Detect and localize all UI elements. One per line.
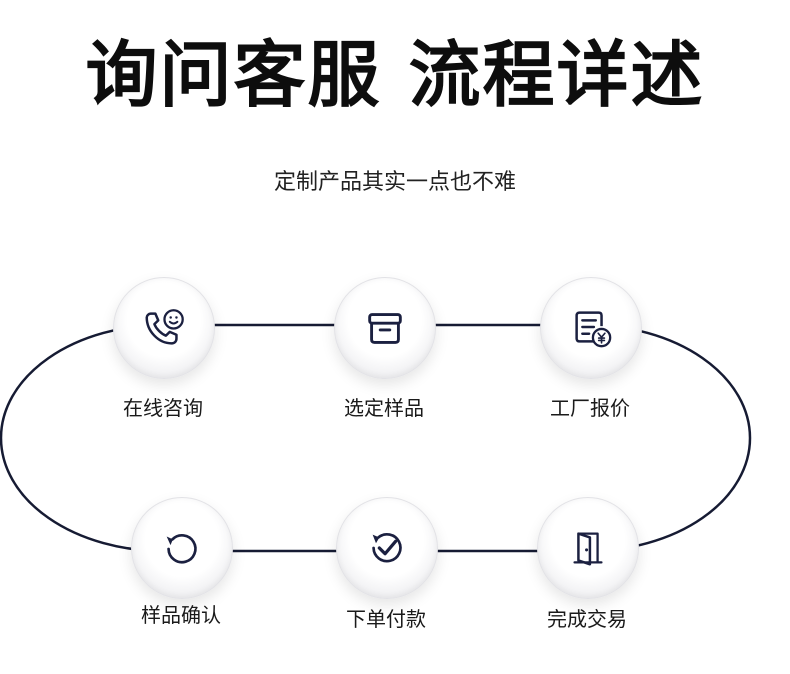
step-label-select-sample: 选定样品: [344, 396, 424, 420]
step-label-order-payment: 下单付款: [346, 607, 426, 631]
page-subtitle: 定制产品其实一点也不难: [273, 170, 516, 195]
check-refresh-icon: [372, 532, 402, 563]
step-order-payment[interactable]: [336, 497, 438, 599]
phone-smile-icon: [145, 309, 184, 345]
step-label-sample-confirm: 样品确认: [141, 603, 221, 627]
quote-document-icon: [575, 311, 612, 348]
step-factory-quote[interactable]: [540, 277, 642, 379]
page-title: 询问客服 流程详述: [85, 33, 705, 117]
step-label-online-consult: 在线咨询: [123, 396, 203, 420]
step-online-consult[interactable]: [113, 277, 215, 379]
step-sample-confirm[interactable]: [131, 497, 233, 599]
step-select-sample[interactable]: [334, 277, 436, 379]
step-label-factory-quote: 工厂报价: [550, 396, 630, 420]
box-icon: [368, 313, 402, 344]
door-icon: [573, 532, 603, 566]
step-label-complete-deal: 完成交易: [547, 607, 627, 631]
step-complete-deal[interactable]: [537, 497, 639, 599]
refresh-icon: [166, 534, 197, 564]
